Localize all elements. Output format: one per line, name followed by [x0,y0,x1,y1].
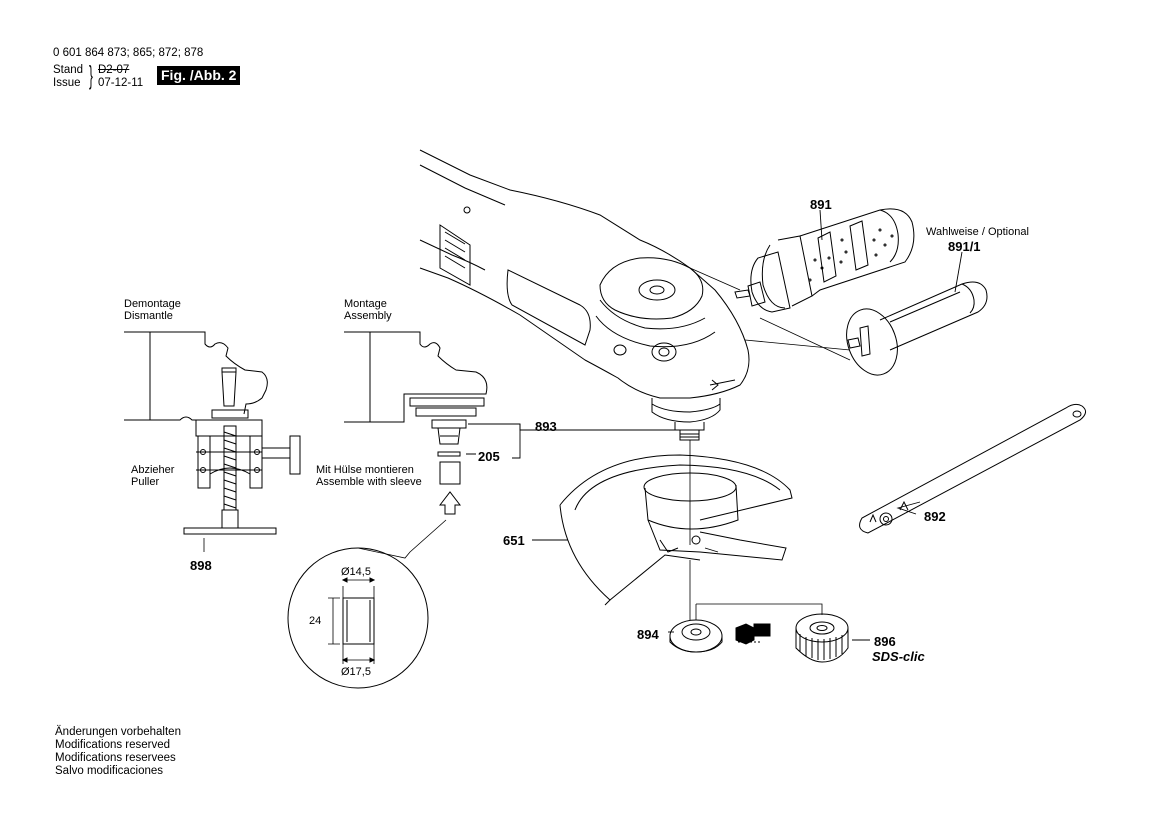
demontage-label: Demontage [124,298,181,310]
issue-label: Issue [53,77,81,89]
wheel-guard-651 [560,455,792,605]
part-892: 892 [924,509,946,524]
part-896: 896 [874,634,896,649]
stand-label: Stand [53,64,84,76]
part-891: 891 [810,197,832,212]
montage-label: Montage [344,298,387,310]
part-205: 205 [478,449,500,464]
part-891-1: 891/1 [948,239,981,254]
puller-label: Puller [131,476,160,488]
sleeve-inner-diameter: Ø14,5 [341,566,371,578]
part-numbers: 0 601 864 873; 865; 872; 878 [53,47,204,59]
optional-label: Wahlweise / Optional [926,226,1029,238]
sds-clic-logo: SDS-clic [872,649,925,664]
figure-badge: Fig. /Abb. 2 [157,66,241,85]
dismantle-drawing [124,332,300,552]
sleeve-length: 24 [309,615,322,627]
part-894: 894 [637,627,659,642]
clamping-nut-896 [736,614,848,662]
dismantle-label: Dismantle [124,310,173,322]
stand-value: D2-07 [98,64,130,76]
sleeve-detail-circle [288,520,446,688]
footer-line-de: Änderungen vorbehalten [55,726,181,738]
brace-glyph: } [89,60,93,90]
assembly-label: Assembly [344,310,392,322]
side-handle-891-1 [838,282,987,382]
abzieher-label: Abzieher [131,464,175,476]
footer-line-es: Salvo modificaciones [55,765,164,777]
leader-lines [532,210,962,640]
part-651: 651 [503,533,525,548]
part-893: 893 [535,419,557,434]
part-898: 898 [190,558,212,573]
side-handle-891 [735,209,914,312]
sleeve-outer-diameter: Ø17,5 [341,666,371,678]
two-pin-spanner-892 [860,404,1086,533]
issue-value: 07-12-11 [98,77,144,89]
mounting-flange-894 [670,620,722,652]
angle-grinder-body [420,150,749,440]
assemble-sleeve-en-label: Assemble with sleeve [316,476,422,488]
footer-line-en: Modifications reserved [55,739,171,751]
assembly-drawing [344,332,678,514]
footer-line-fr: Modifications reservees [55,752,176,764]
assemble-sleeve-de-label: Mit Hülse montieren [316,464,414,476]
